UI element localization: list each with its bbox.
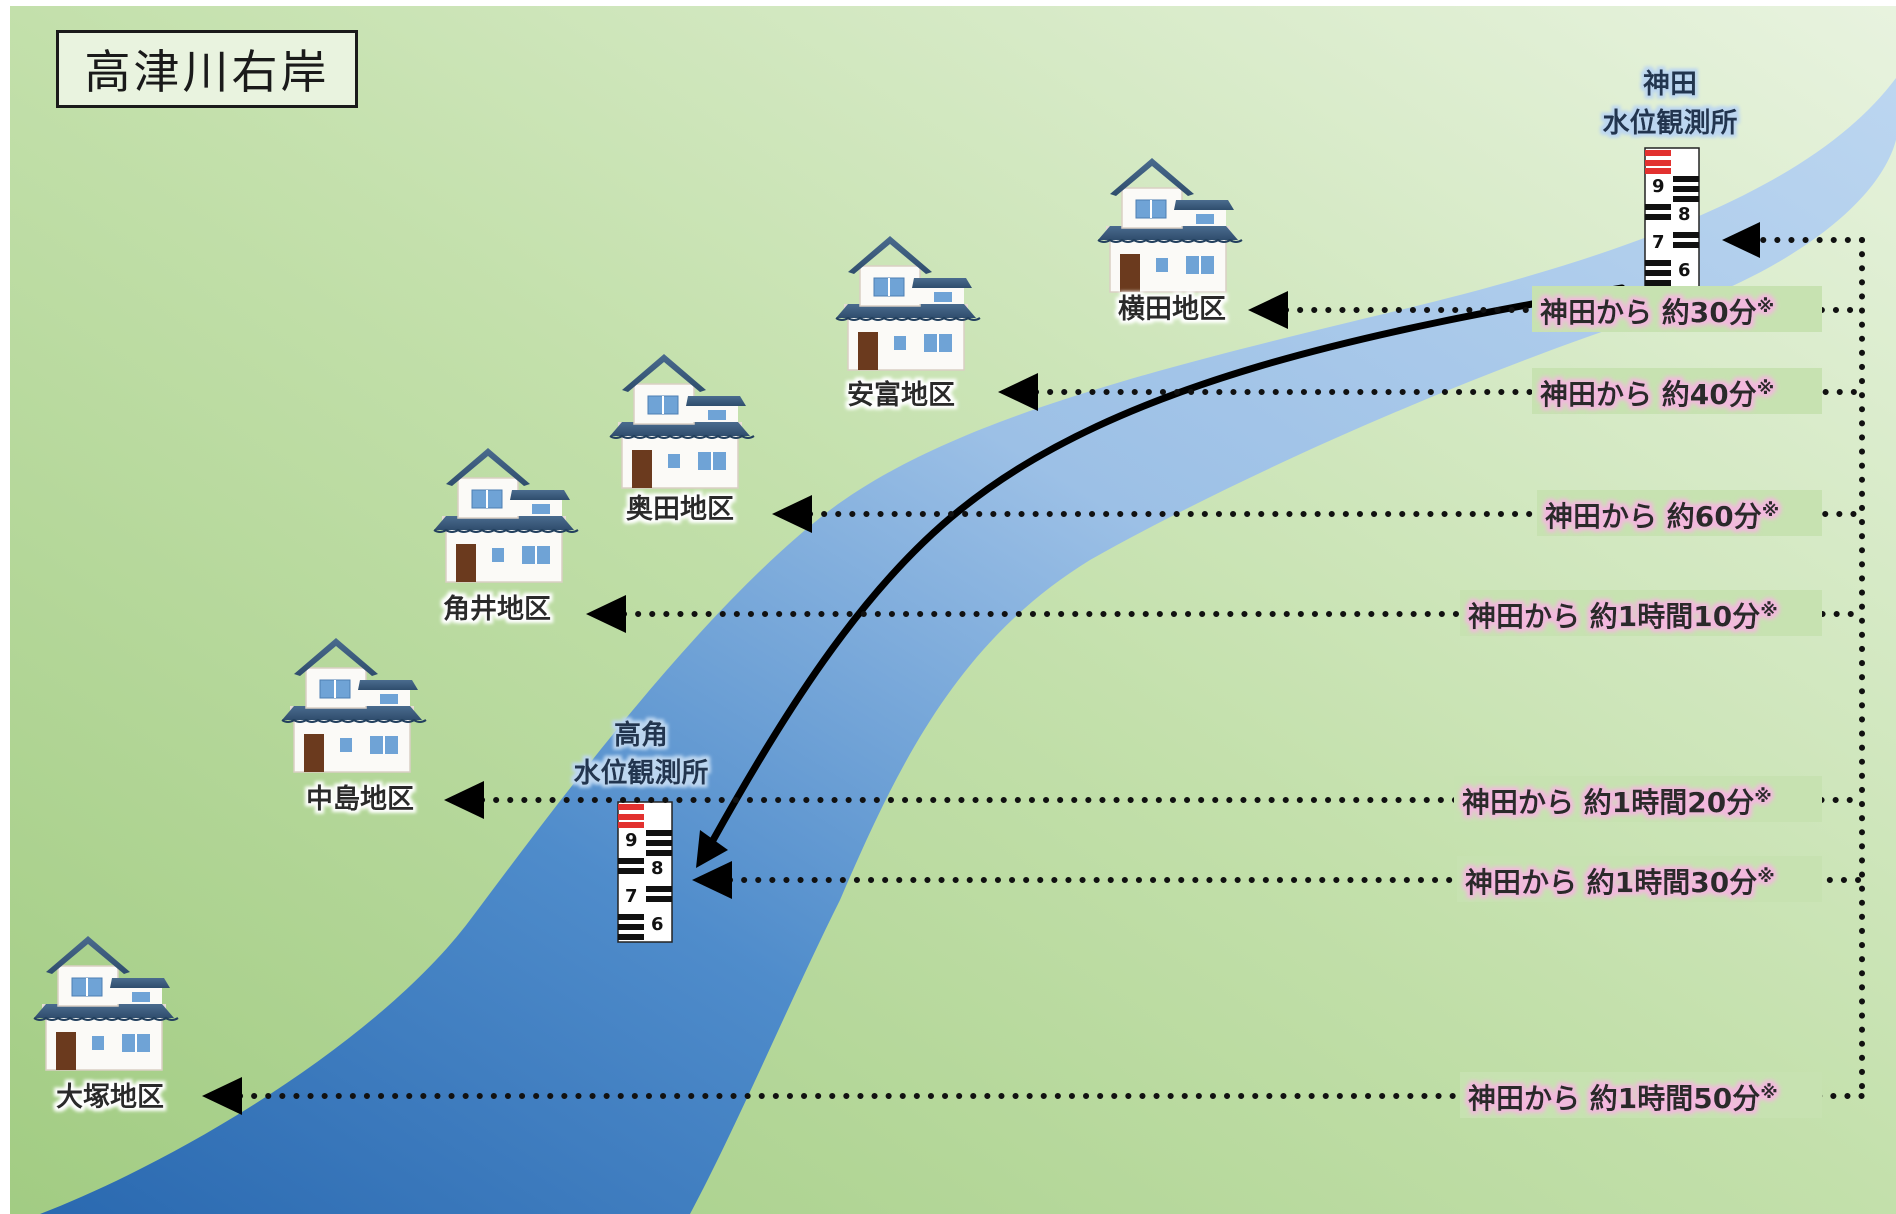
district-label-yokota: 横田地区: [1118, 294, 1226, 325]
flow-arrow-head: [696, 830, 728, 868]
time-label-takatsuno: 神田から 約1時間30分※: [1465, 866, 1775, 899]
time-label-backdrop: [1454, 776, 1822, 822]
gauge-takatsuno-7: 7: [625, 886, 638, 907]
district-label-otsuka: 大塚地区: [56, 1082, 164, 1113]
station-label-kanda: 水位観測所: [1603, 107, 1738, 139]
arrow-left-icon: [998, 373, 1038, 411]
time-label-backdrop: [1460, 590, 1822, 636]
page-title: 高津川右岸: [56, 30, 358, 108]
time-label-backdrop: [1537, 490, 1822, 536]
arrow-left-icon: [1722, 222, 1760, 258]
time-label-yokota: 神田から 約30分※: [1540, 296, 1774, 329]
gauge-takatsuno-6: 6: [651, 914, 664, 935]
gauge-kanda-8: 8: [1678, 204, 1691, 225]
station-name-kanda: 神田: [1643, 69, 1697, 100]
gauge-kanda-7: 7: [1652, 232, 1665, 253]
time-label-backdrop: [1532, 368, 1822, 414]
gauge-takatsuno-9: 9: [625, 830, 638, 851]
water-level-gauge-icon: [1644, 147, 1700, 289]
gauge-takatsuno-8: 8: [651, 858, 664, 879]
time-label-backdrop: [1532, 286, 1822, 332]
arrow-left-icon: [444, 781, 484, 819]
gauge-kanda-6: 6: [1678, 260, 1691, 281]
arrival-rows: 神田から 約30分※ 神田から 約40分※ 神田から 約60分※ 神田から 約1時間1…: [202, 286, 1865, 1118]
arrow-left-icon: [202, 1077, 242, 1115]
water-level-gauge-icon: [617, 801, 673, 943]
arrow-left-icon: [1248, 291, 1288, 329]
district-label-nakashima: 中島地区: [306, 784, 414, 815]
time-label-yasutomi: 神田から 約40分※: [1540, 378, 1774, 411]
flow-arrow: [708, 284, 1626, 846]
district-label-yasutomi: 安富地区: [847, 379, 955, 411]
gauge-kanda-9: 9: [1652, 176, 1665, 197]
arrow-left-icon: [772, 495, 812, 533]
time-label-otsuka: 神田から 約1時間50分※: [1468, 1082, 1778, 1115]
station-label-takatsuno: 水位観測所: [574, 757, 709, 789]
arrow-left-icon: [586, 595, 626, 633]
station-name-takatsuno: 高角: [614, 719, 668, 751]
district-label-okuda: 奥田地区: [626, 493, 734, 525]
time-label-backdrop: [1457, 856, 1822, 902]
time-label-backdrop: [1460, 1072, 1822, 1118]
time-label-tsunoi: 神田から 約1時間10分※: [1468, 600, 1778, 633]
arrow-left-icon: [692, 861, 732, 899]
time-label-okuda: 神田から 約60分※: [1545, 500, 1779, 533]
time-label-nakashima: 神田から 約1時間20分※: [1462, 786, 1772, 819]
river: [40, 78, 1896, 1214]
district-label-tsunoi: 角井地区: [443, 593, 551, 625]
